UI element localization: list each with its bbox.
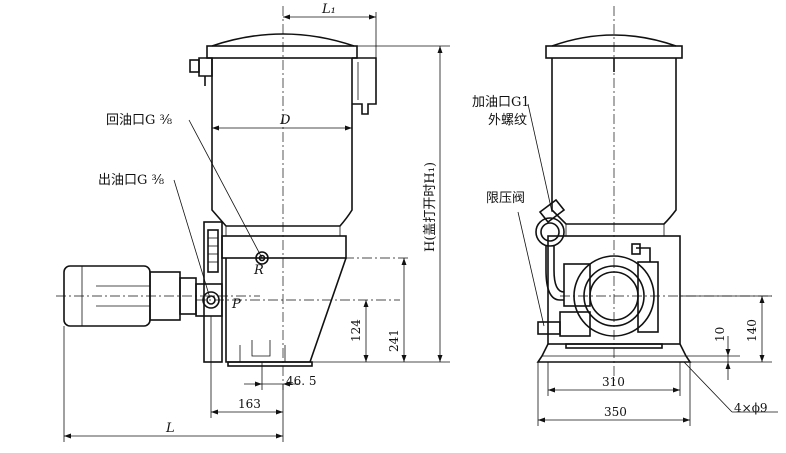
pump-body — [225, 257, 347, 363]
dim-124: 124 — [349, 319, 363, 342]
dim-163: 163 — [238, 397, 261, 411]
side-view-dimensions — [537, 295, 778, 426]
side-reservoir-body — [551, 58, 677, 225]
front-view — [56, 6, 410, 384]
dim-310: 310 — [602, 375, 625, 389]
front-view-dimensions — [63, 12, 450, 442]
dim-d-label: D — [279, 113, 291, 128]
side-lid-dome — [551, 34, 677, 47]
pump-block-top — [221, 235, 347, 259]
dim-241: 241 — [387, 329, 401, 352]
reservoir-lid-rim — [206, 45, 358, 59]
dim-140: 140 — [745, 319, 759, 342]
dim-l-label: L — [165, 421, 175, 436]
return-port-leader — [188, 119, 263, 259]
reservoir-body — [211, 58, 353, 227]
outlet-port-label: 出油口G ³⁄₈ — [98, 173, 164, 188]
filler-port-leader — [527, 103, 553, 213]
pressure-valve-label: 限压阀 — [486, 191, 525, 206]
side-view — [517, 6, 772, 384]
outlet-port-leader — [173, 179, 211, 299]
filler-gauge-circle — [535, 217, 565, 247]
dim-46-5: 46. 5 — [286, 374, 317, 388]
point-p-label: P — [231, 297, 241, 312]
filler-port-label-line2: 外螺纹 — [488, 113, 527, 128]
dim-10: 10 — [713, 327, 727, 342]
reservoir-lid-dome — [211, 33, 355, 47]
point-r-label: R — [253, 263, 264, 278]
filler-port-label-line1: 加油口G1 — [472, 95, 530, 110]
dim-h-label: H(盖打开时H₁) — [423, 162, 438, 252]
dim-l1-label: L₁ — [321, 2, 336, 17]
dim-350: 350 — [604, 405, 627, 419]
pressure-valve-leader — [517, 211, 545, 327]
dim-holes: 4×ϕ9 — [734, 401, 768, 415]
return-port-label: 回油口G ³⁄₈ — [106, 113, 172, 128]
